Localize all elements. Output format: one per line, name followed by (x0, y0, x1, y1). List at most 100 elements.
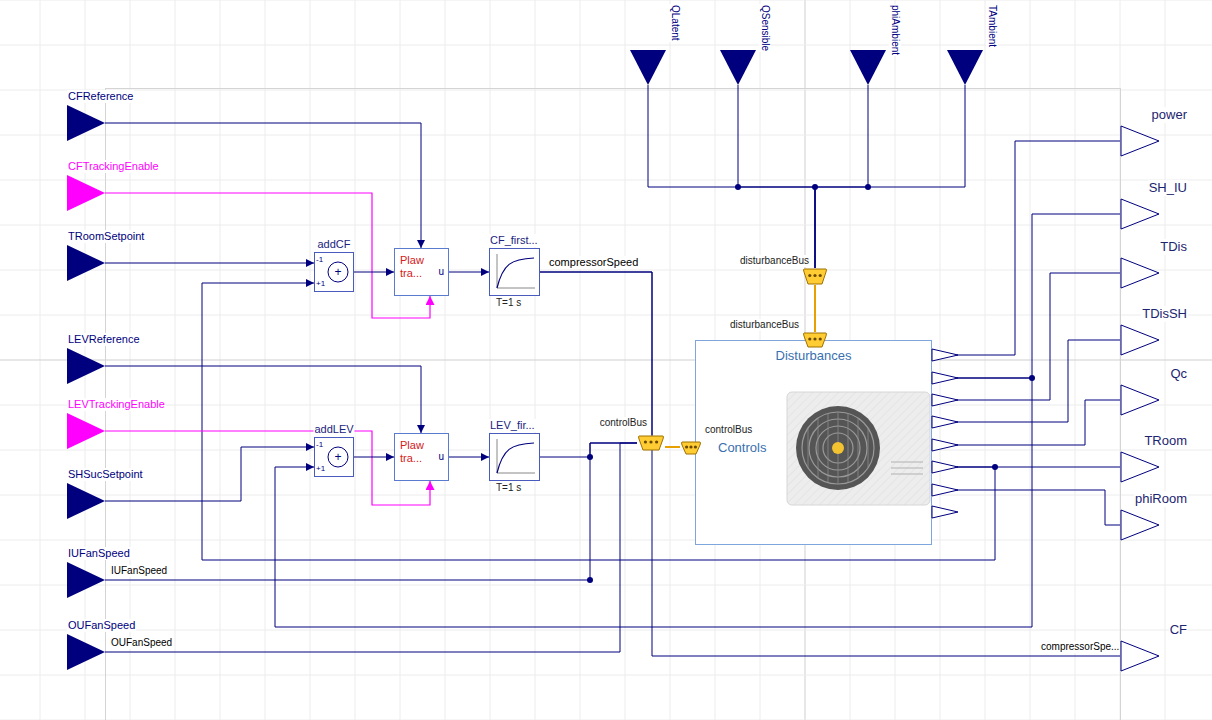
grid-line (0, 90, 1212, 91)
signal-wire (105, 123, 421, 248)
output-port (932, 461, 958, 473)
bus-pin (808, 337, 811, 340)
input-connector-shape (67, 245, 105, 281)
junction-dot (1029, 375, 1035, 381)
output-connector: Qc (1120, 384, 1160, 416)
grid-line (0, 675, 1212, 676)
bus-pin (644, 440, 647, 443)
plaw-tracking-block: Plaw tra...u (394, 248, 449, 296)
block-label: TRoomSetpoint (67, 230, 145, 243)
input-connector: LEVReference (67, 348, 105, 384)
bus-connector-shape (680, 441, 702, 455)
output-connector: phiRoom (1120, 509, 1160, 541)
bus-pin (819, 274, 822, 277)
plaw-tracking-block: Plaw tra...u (394, 433, 449, 481)
vent-line (891, 473, 923, 475)
bus-pin (808, 274, 811, 277)
output-connector-shape (1120, 324, 1160, 356)
input-triangle (630, 50, 666, 85)
input-triangle (67, 175, 105, 211)
axes (497, 439, 535, 473)
wire-label: IUFanSpeed (110, 565, 168, 577)
junction-dot (992, 464, 998, 470)
fan-hub (832, 442, 844, 454)
fan-grille-bar (808, 428, 809, 468)
output-triangle (1121, 325, 1159, 355)
signal-wire (932, 340, 1120, 422)
block-label: TDis (1159, 239, 1188, 255)
bus-icon (804, 269, 827, 284)
bus-pin (694, 445, 697, 448)
block-label: LEV_fir... (489, 419, 536, 432)
signal-wire (814, 285, 816, 332)
first-order-block-shape (489, 248, 540, 296)
block-annotation: + (334, 266, 341, 278)
signal-wire (449, 272, 489, 273)
signal-wire (105, 431, 430, 505)
block-label: TRoom (1143, 433, 1188, 449)
bus-connector-shape (802, 332, 828, 348)
wire-label: compressorSpeed (548, 256, 639, 269)
fan-grille-bar (848, 413, 849, 482)
boolean-input-connector: CFTrackingEnable (67, 175, 105, 211)
block-label: controlBus (704, 424, 753, 436)
block-label: CF (1169, 622, 1188, 638)
junction-dot (735, 184, 741, 190)
block-label: IUFanSpeed (67, 547, 131, 560)
disturbance-input: TAmbient (947, 50, 983, 85)
output-connector-shape (1120, 125, 1160, 157)
signal-wire (540, 272, 652, 435)
output-connector-shape (1120, 451, 1160, 483)
block-label: LEVTrackingEnable (67, 398, 166, 411)
fan-grille-bar (858, 418, 859, 478)
output-connector: power (1120, 125, 1160, 157)
block-border (490, 434, 540, 481)
bus-pin (685, 445, 688, 448)
junction-dot (587, 577, 593, 583)
output-triangle (1121, 510, 1159, 540)
junction-dot (812, 184, 818, 190)
grid-line (0, 180, 1212, 181)
output-port (932, 349, 958, 361)
disturbance-input-shape (630, 50, 666, 85)
block-border (315, 253, 354, 292)
signal-wire (202, 283, 995, 560)
wire-label: compressorSpe... (1040, 641, 1120, 653)
block-label: LEVReference (67, 333, 141, 346)
grid-line (0, 360, 1212, 361)
block-label: Plaw tra... (399, 254, 439, 280)
grid-line (0, 495, 1212, 496)
bus-icon (804, 333, 827, 347)
sum-circle (328, 447, 348, 467)
block-label: disturbanceBus (739, 255, 810, 267)
signal-wire (648, 85, 815, 268)
input-triangle (67, 348, 105, 384)
input-triangle (67, 105, 105, 141)
grid-line (0, 270, 1212, 271)
block-annotation: u (437, 266, 445, 278)
heat-pump-model: DisturbancesControlsdisturbanceBuscontro… (695, 340, 932, 545)
signal-wire (354, 457, 394, 458)
axes (497, 254, 535, 288)
diagram-extent (106, 89, 1121, 720)
unit-panel (787, 392, 930, 505)
signal-wire (932, 490, 1120, 525)
add-block: addLEV+-1+1 (314, 437, 354, 477)
input-connector: OUFanSpeed (67, 634, 105, 670)
bus-connector: controlBus (680, 441, 702, 455)
grid-line (0, 405, 1212, 406)
bus-pin (813, 274, 816, 277)
bus-connector: controlBus (637, 435, 665, 451)
block-label: Qc (1169, 366, 1188, 382)
fan-grille-ring (802, 412, 874, 484)
bus-pin (813, 337, 816, 340)
input-connector-shape (67, 348, 105, 384)
input-connector: SHSucSetpoint (67, 483, 105, 519)
input-connector-shape (67, 105, 105, 141)
input-connector: IUFanSpeed (67, 562, 105, 598)
disturbance-input: phiAmbient (850, 50, 886, 85)
bus-pin (649, 440, 652, 443)
block-border (315, 438, 354, 477)
bus-icon (639, 436, 664, 450)
